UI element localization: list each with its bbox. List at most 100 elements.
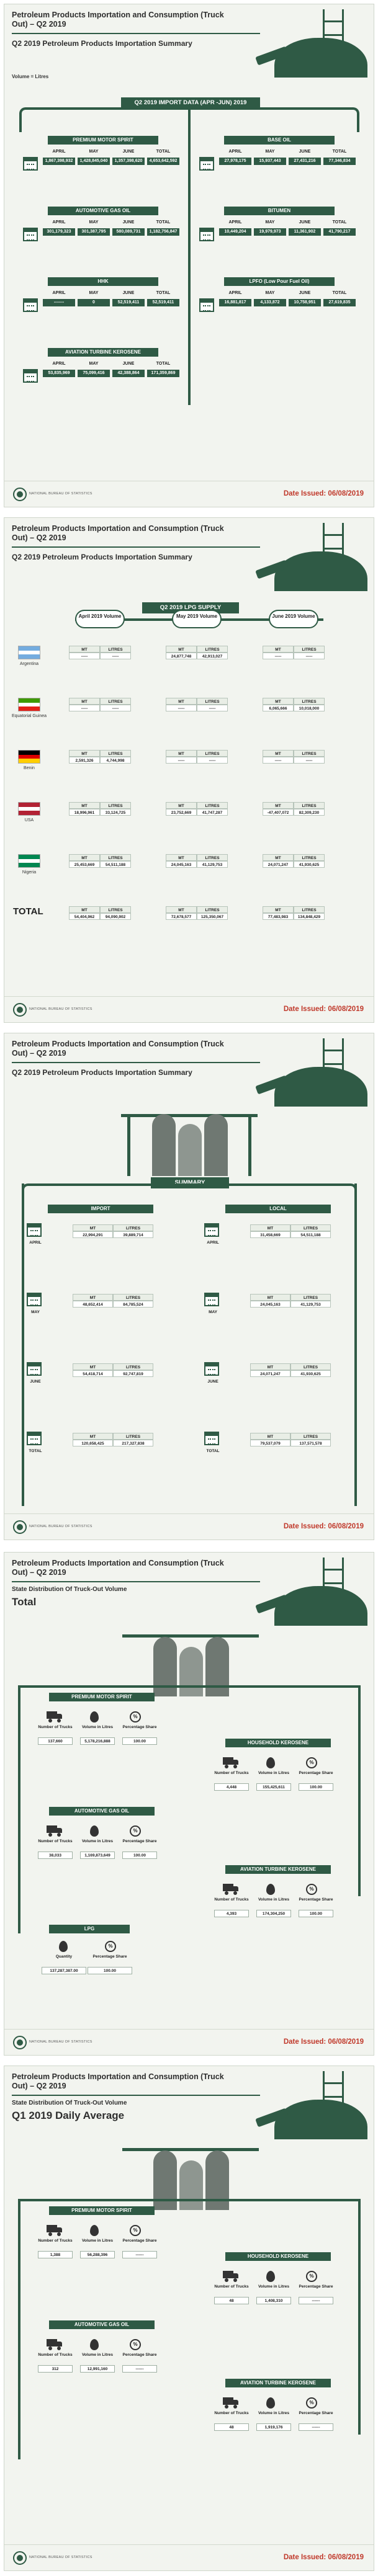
percent-icon: % xyxy=(306,2271,317,2282)
page-lpg-supply: Petroleum Products Importation and Consu… xyxy=(4,517,374,1023)
mt-total: 54,404,962 xyxy=(69,913,100,920)
mt-header: MT xyxy=(166,906,197,913)
column-value: 100.00 xyxy=(122,1852,157,1859)
mt-header: MT xyxy=(69,854,100,861)
oil-rig-illustration xyxy=(243,4,374,78)
column-label: Quantity xyxy=(55,1954,73,1959)
import-heading: IMPORT xyxy=(48,1205,153,1213)
litres-header: LITRES xyxy=(197,802,228,809)
column-label: Volume in Litres xyxy=(81,2353,114,2357)
litres-header: LITRES xyxy=(100,854,131,861)
month-label: MAY xyxy=(89,362,99,366)
droplet-icon xyxy=(90,1711,99,1723)
truck-part xyxy=(57,1833,61,1837)
column-label: Number of Trucks xyxy=(214,2411,249,2415)
calendar-icon xyxy=(23,298,38,312)
mt-header: MT xyxy=(73,1224,113,1231)
page-header: Petroleum Products Importation and Consu… xyxy=(4,1033,374,1114)
calendar-icon xyxy=(204,1293,219,1306)
column-value: 5,178,216,888 xyxy=(80,1737,115,1745)
title-rule xyxy=(12,1062,260,1063)
column-label: Number of Trucks xyxy=(38,2353,73,2357)
truck-part xyxy=(233,1891,237,1895)
period-label: JUNE xyxy=(207,1379,218,1384)
percent-icon: % xyxy=(306,1757,317,1768)
mt-value: 54,418,714 xyxy=(73,1370,113,1377)
litres-value: 41,930,625 xyxy=(294,861,325,868)
country-name: Nigeria xyxy=(22,870,37,875)
litres-header: LITRES xyxy=(100,906,131,913)
column-label: Volume in Litres xyxy=(258,1897,290,1902)
product-title: AUTOMOTIVE GAS OIL xyxy=(49,1807,155,1816)
litres-value: 217,327,838 xyxy=(113,1440,153,1446)
page-footer: NATIONAL BUREAU OF STATISTICS Date Issue… xyxy=(4,2029,374,2055)
month-value: 10,449,204 xyxy=(219,228,251,236)
page-title: Petroleum Products Importation and Consu… xyxy=(12,2072,224,2090)
country-flag-icon xyxy=(18,802,40,816)
litres-value: 41,129,753 xyxy=(197,861,228,868)
period-label: APRIL xyxy=(29,1241,42,1245)
top-connector xyxy=(18,1685,361,1688)
litres-header: LITRES xyxy=(197,646,228,653)
section-heading: Q1 2019 Daily Average xyxy=(12,2110,125,2121)
litres-header: LITRES xyxy=(197,906,228,913)
calendar-icon xyxy=(27,1432,42,1445)
droplet-icon xyxy=(266,2271,275,2282)
truck-icon xyxy=(223,1757,239,1768)
column-label: Percentage Share xyxy=(122,2239,157,2243)
product-title: HOUSEHOLD KEROSENE xyxy=(225,1739,331,1747)
page-header: Petroleum Products Importation and Consu… xyxy=(4,4,374,85)
droplet-icon xyxy=(266,1757,275,1768)
month-label: MAY xyxy=(265,220,275,225)
page-title: Petroleum Products Importation and Consu… xyxy=(12,1040,224,1058)
month-label: JUNE xyxy=(122,291,135,295)
mt-value: 24,045,163 xyxy=(250,1301,290,1308)
page-import-data: Petroleum Products Importation and Consu… xyxy=(4,4,374,507)
month-value: 52,519,411 xyxy=(147,299,179,306)
litres-header: LITRES xyxy=(290,1224,331,1231)
litres-header: LITRES xyxy=(113,1224,153,1231)
calendar-icon xyxy=(27,1223,42,1237)
month-value: 27,431,216 xyxy=(289,158,321,165)
droplet-icon xyxy=(90,2339,99,2350)
month-label: APRIL xyxy=(52,362,66,366)
truck-part xyxy=(48,2346,52,2350)
month-label: JUNE xyxy=(122,220,135,225)
country-name: Argentina xyxy=(20,662,38,666)
period-label: MAY xyxy=(209,1310,217,1314)
percent-icon: % xyxy=(130,1825,141,1837)
litres-header: LITRES xyxy=(197,854,228,861)
page-footer: NATIONAL BUREAU OF STATISTICS Date Issue… xyxy=(4,481,374,507)
product-title: HHK xyxy=(48,277,158,286)
truck-icon xyxy=(223,1884,239,1895)
mt-value: ----- xyxy=(263,653,294,659)
mt-header: MT xyxy=(73,1433,113,1440)
product-title: AVIATION TURBINE KEROSENE xyxy=(225,2379,331,2387)
calendar-icon xyxy=(23,228,38,241)
mt-value: 24,071,247 xyxy=(250,1370,290,1377)
mt-header: MT xyxy=(69,750,100,757)
product-title: LPFO (Low Pour Fuel Oil) xyxy=(224,277,335,286)
truck-part xyxy=(233,1765,237,1768)
litres-value: ----- xyxy=(197,757,228,764)
month-value: 171,359,869 xyxy=(147,370,179,377)
column-value: 100.00 xyxy=(299,1783,333,1791)
product-title: PREMIUM MOTOR SPIRIT xyxy=(49,2206,155,2215)
month-label: MAY xyxy=(89,149,99,154)
truck-part xyxy=(223,1757,233,1765)
